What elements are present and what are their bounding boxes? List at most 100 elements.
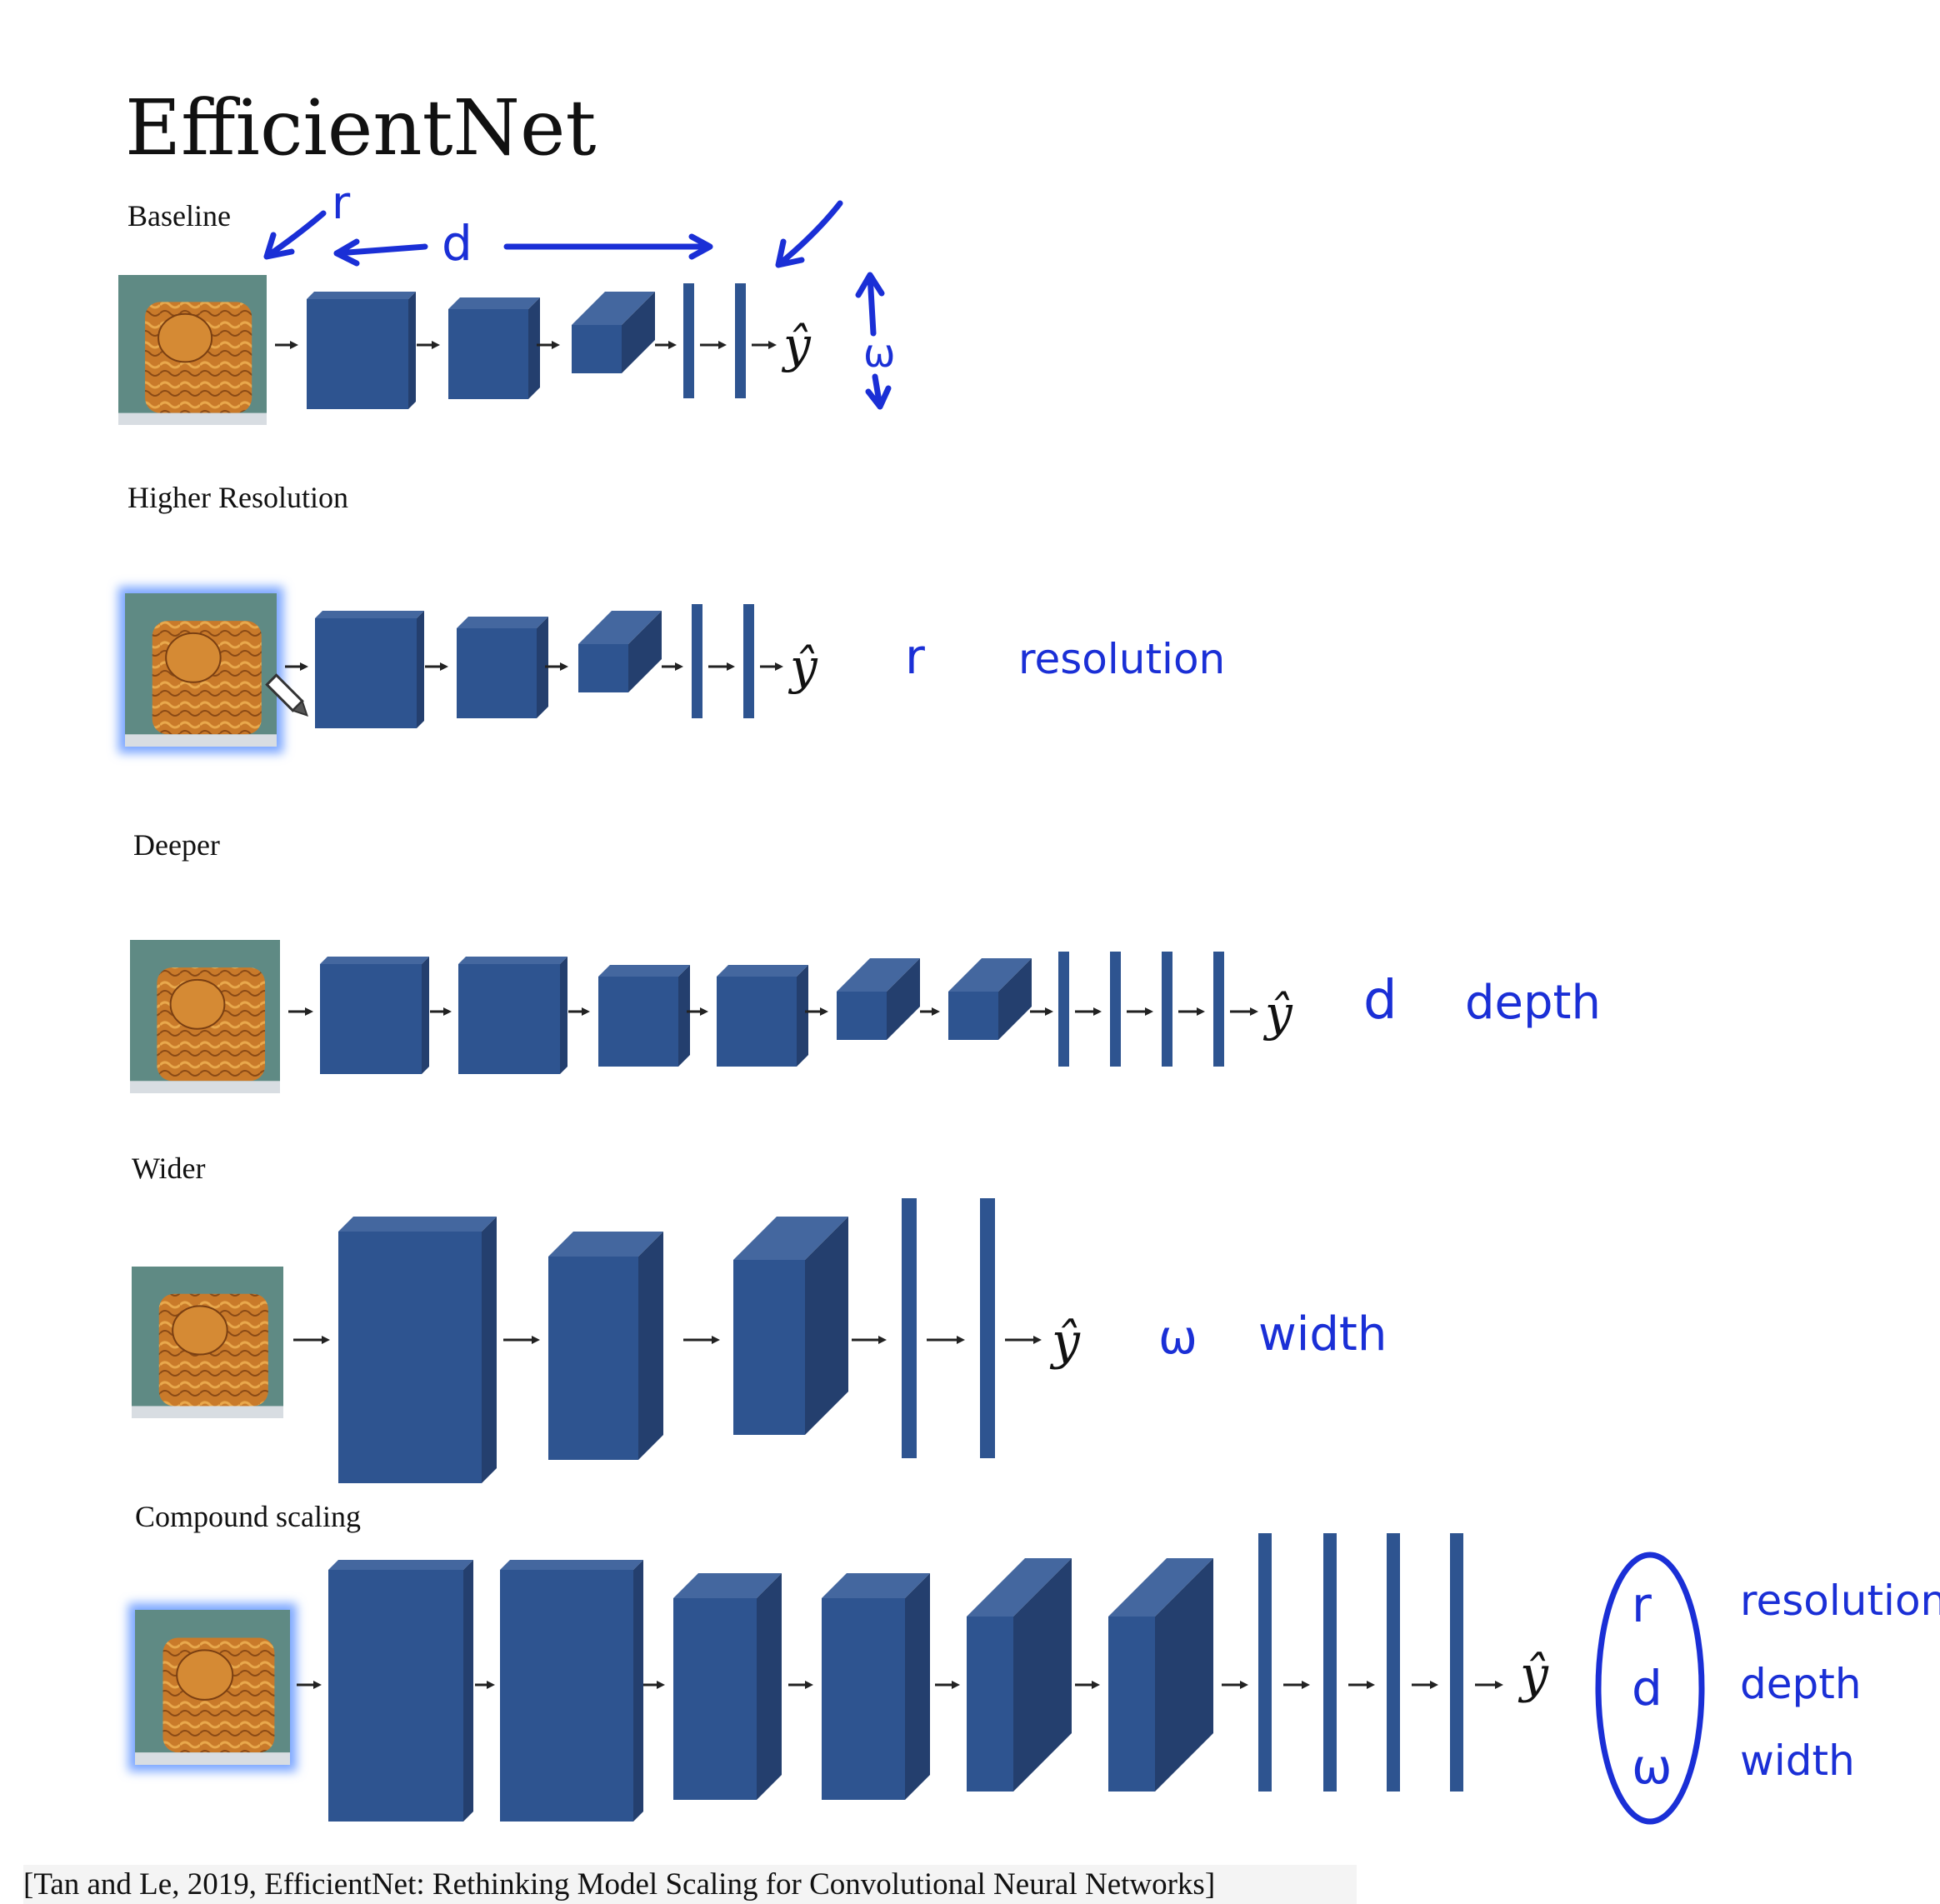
- compound-fc-layer-4: [1450, 1533, 1463, 1792]
- deeper-conv-block-1: [320, 957, 429, 1074]
- baseline-conv-block-1-front: [307, 299, 408, 409]
- wider-conv-block-1-side: [482, 1217, 497, 1483]
- baseline-conv-block-1: [307, 292, 416, 409]
- compound-annotation-word-2: depth: [1740, 1660, 1862, 1708]
- deeper-conv-block-5: [837, 958, 920, 1040]
- deeper-conv-block-6-top: [948, 958, 1032, 992]
- compound-conv-block-2-top: [500, 1560, 643, 1570]
- compound-conv-block-3-side: [757, 1573, 782, 1800]
- wider-arrow-5-head: [957, 1336, 965, 1344]
- resolution-conv-block-1-side: [417, 611, 424, 728]
- compound-arrow-7-head: [1240, 1681, 1248, 1689]
- wider-arrow-6: [1005, 1336, 1042, 1344]
- baseline-output-yhat: ŷ: [781, 317, 812, 373]
- wider-arrow-2: [503, 1336, 540, 1344]
- compound-conv-block-3: [673, 1573, 782, 1800]
- cat-image-ground: [132, 1406, 283, 1418]
- baseline-conv-block-3-top: [572, 292, 655, 325]
- deeper-conv-block-3-front: [598, 977, 678, 1067]
- resolution-conv-block-2-top: [457, 617, 548, 628]
- compound-fc-layer-2: [1323, 1533, 1337, 1792]
- deeper-arrow-2-head: [443, 1007, 452, 1016]
- compound-conv-block-1: [328, 1560, 473, 1822]
- deeper-conv-block-5-front: [837, 992, 887, 1040]
- wider-conv-block-3: [733, 1217, 848, 1435]
- resolution-input-image: [125, 593, 277, 747]
- baseline-ink-arrow-depth-left: [333, 238, 428, 267]
- compound-conv-block-1-front: [328, 1570, 463, 1822]
- wider-conv-block-3-top: [733, 1217, 848, 1260]
- deeper-arrow-11-head: [1250, 1007, 1258, 1016]
- baseline-conv-block-2-front: [448, 309, 528, 399]
- baseline-conv-block-2: [448, 297, 540, 399]
- deeper-conv-block-6: [948, 958, 1032, 1040]
- deeper-conv-block-3-side: [678, 965, 690, 1067]
- cat-image-ground: [125, 734, 277, 747]
- cat-image-face: [169, 978, 226, 1030]
- deeper-conv-block-1-side: [422, 957, 429, 1074]
- compound-conv-block-6-side: [1155, 1558, 1213, 1792]
- resolution-conv-block-2-front: [457, 628, 537, 718]
- compound-arrow-1: [297, 1681, 322, 1689]
- compound-annotation-symbol-3: ω: [1632, 1738, 1672, 1795]
- compound-conv-block-6: [1108, 1558, 1213, 1792]
- compound-arrow-3-head: [657, 1681, 665, 1689]
- slide-title: EfficientNet: [125, 83, 597, 172]
- compound-conv-block-4: [822, 1573, 930, 1800]
- compound-annotation-symbol-2: d: [1632, 1660, 1662, 1717]
- compound-arrow-10-head: [1430, 1681, 1438, 1689]
- cat-image-face: [172, 1305, 228, 1356]
- compound-fc-layer-1: [1258, 1533, 1272, 1792]
- row-label-wider: Wider: [132, 1152, 206, 1185]
- resolution-conv-block-2: [457, 617, 548, 718]
- deeper-fc-layer-4: [1213, 952, 1224, 1067]
- deeper-conv-block-2-top: [458, 957, 568, 964]
- baseline-arrow-5-head: [718, 341, 727, 349]
- baseline-arrow-1-head: [290, 341, 298, 349]
- resolution-conv-block-1: [315, 611, 424, 728]
- compound-conv-block-6-top: [1108, 1558, 1213, 1617]
- compound-conv-block-4-side: [905, 1573, 930, 1800]
- compound-conv-block-1-top: [328, 1560, 473, 1570]
- compound-arrow-9-head: [1367, 1681, 1375, 1689]
- compound-arrow-5-head: [952, 1681, 960, 1689]
- compound-arrow-4: [788, 1681, 813, 1689]
- deeper-arrow-5: [805, 1007, 828, 1016]
- resolution-fc-layer-2: [743, 604, 754, 718]
- deeper-conv-block-5-side: [887, 958, 920, 1040]
- compound-conv-block-3-front: [673, 1598, 757, 1800]
- resolution-annotation-symbol: r: [905, 628, 925, 685]
- compound-arrow-7: [1222, 1681, 1248, 1689]
- wider-conv-block-2-front: [548, 1257, 638, 1460]
- resolution-conv-block-3-side: [628, 611, 662, 692]
- deeper-conv-block-4-side: [797, 965, 808, 1067]
- deeper-conv-block-6-front: [948, 992, 998, 1040]
- compound-conv-block-2: [500, 1560, 643, 1822]
- wider-conv-block-1-front: [338, 1232, 482, 1483]
- deeper-conv-block-1-top: [320, 957, 429, 964]
- baseline-arrow-6-head: [768, 341, 777, 349]
- baseline-ink-arrow-width-down: [865, 373, 892, 410]
- deeper-arrow-5-head: [820, 1007, 828, 1016]
- wider-arrow-1-head: [322, 1336, 330, 1344]
- resolution-arrow-3-head: [560, 662, 568, 671]
- wider-arrow-5: [927, 1336, 965, 1344]
- compound-arrow-11: [1475, 1681, 1503, 1689]
- wider-conv-block-3-front: [733, 1260, 805, 1435]
- deeper-input-image: [130, 940, 280, 1093]
- baseline-arrow-6: [752, 341, 777, 349]
- compound-arrow-2-head: [487, 1681, 495, 1689]
- compound-arrow-6: [1075, 1681, 1100, 1689]
- wider-annotation-word: width: [1258, 1307, 1387, 1362]
- baseline-arrow-2: [417, 341, 440, 349]
- baseline-arrow-5: [700, 341, 727, 349]
- compound-conv-block-3-top: [673, 1573, 782, 1598]
- compound-arrow-5: [935, 1681, 960, 1689]
- resolution-arrow-6-head: [775, 662, 783, 671]
- baseline-conv-block-2-side: [528, 297, 540, 399]
- compound-arrow-8-head: [1302, 1681, 1310, 1689]
- compound-annotation-symbol-1: r: [1632, 1577, 1652, 1633]
- compound-conv-block-2-side: [633, 1560, 643, 1822]
- wider-conv-block-2-top: [548, 1232, 663, 1257]
- resolution-fc-layer-1: [692, 604, 702, 718]
